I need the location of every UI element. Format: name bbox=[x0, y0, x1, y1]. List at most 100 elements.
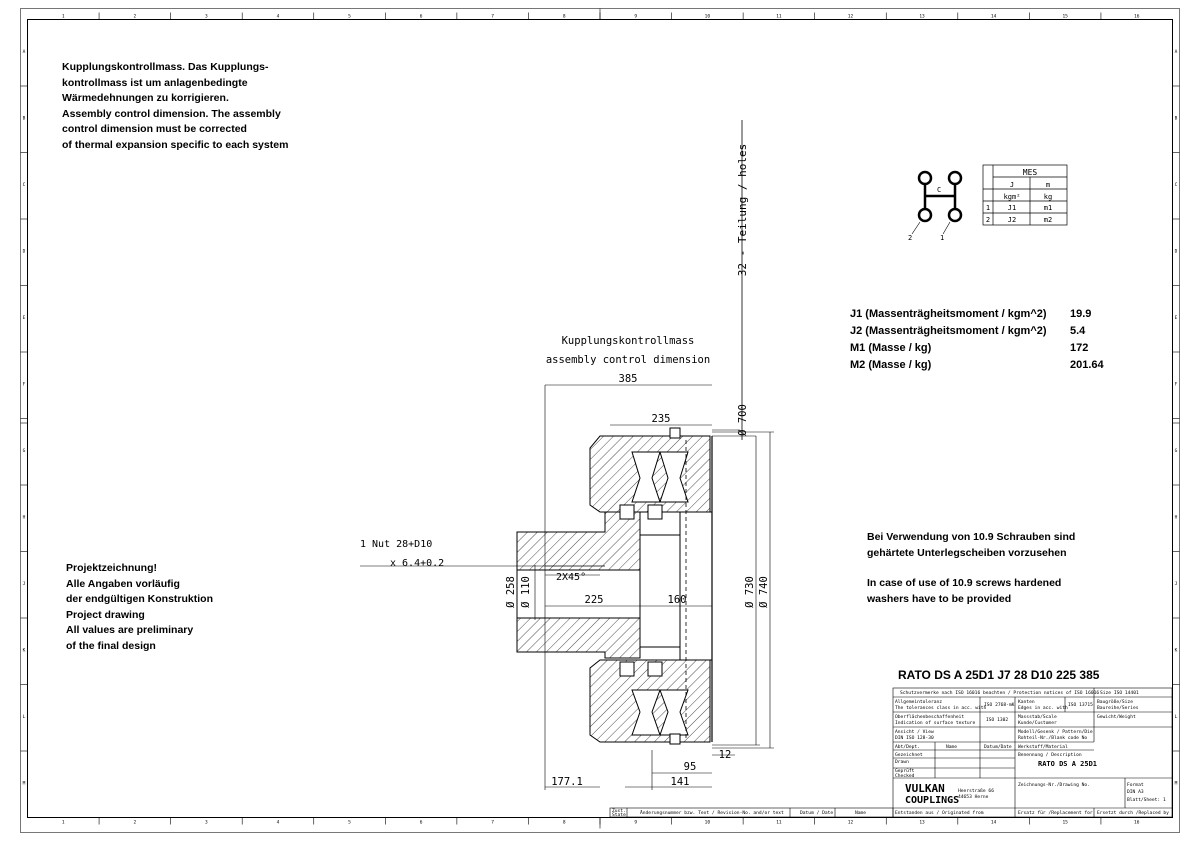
mes-label-1: 1 bbox=[940, 234, 944, 242]
coupling-section bbox=[516, 427, 713, 745]
dim-nut2: x 6.4+0.2 bbox=[390, 558, 444, 569]
dim-730: Ø 730 bbox=[744, 576, 756, 608]
mes-row1-idx: 1 bbox=[986, 204, 990, 212]
screws-note-line: Bei Verwendung von 10.9 Schrauben sind bbox=[867, 531, 1076, 543]
tb-checked-de: Geprüft bbox=[895, 768, 915, 774]
tb-size: Size ISO 14401 bbox=[1100, 690, 1139, 696]
dim-385: 385 bbox=[619, 373, 638, 385]
zone-col-label: 14 bbox=[991, 14, 997, 20]
mes-schematic bbox=[911, 170, 963, 235]
zone-row-label: H bbox=[1175, 514, 1178, 520]
zone-col-label: 13 bbox=[919, 14, 925, 20]
zone-row-label: A bbox=[1175, 49, 1178, 55]
dim-740: Ø 740 bbox=[758, 576, 770, 608]
tb-drawing-no: Zeichnungs-Nr./Drawing No. bbox=[1018, 782, 1090, 788]
property-value: 201.64 bbox=[1070, 359, 1104, 371]
property-value: 19.9 bbox=[1070, 308, 1092, 320]
tb-rev-name: Name bbox=[855, 810, 866, 816]
zone-col-label: 14 bbox=[991, 820, 997, 826]
property-value: 172 bbox=[1070, 342, 1089, 354]
zone-col-label: 16 bbox=[1134, 14, 1140, 20]
dim-141: 141 bbox=[671, 776, 690, 788]
zone-col-label: 2 bbox=[133, 14, 136, 20]
zone-row-label: M bbox=[1175, 780, 1178, 786]
zone-col-label: 16 bbox=[1134, 820, 1140, 826]
zone-grid: 1122334455667788991010111112121313141415… bbox=[20, 8, 1180, 829]
tb-designation: Benennung / Description bbox=[1018, 752, 1082, 758]
tb-rev-text: Änderungsnummer bzw. Text / Revision-No.… bbox=[640, 809, 784, 816]
zone-row-label: K bbox=[1175, 647, 1178, 653]
dim-chamfer: 2X45° bbox=[556, 572, 586, 583]
zone-row-label: B bbox=[1175, 115, 1178, 121]
project-note-line: Projektzeichnung! bbox=[66, 562, 158, 574]
tb-series: Baureihe/Series bbox=[1097, 705, 1139, 711]
zone-col-label: 15 bbox=[1062, 820, 1068, 826]
tb-rev-date: Datum / Date bbox=[800, 810, 833, 816]
holes-label: 32 - Teilung / holes bbox=[736, 144, 749, 276]
assembly-note: Kupplungskontrollmass. Das Kupplungs- ko… bbox=[62, 60, 288, 153]
tb-replaces: Ersatz für /Replacement for bbox=[1018, 810, 1093, 816]
tb-tol-en: The tolerances class in acc. with bbox=[895, 705, 987, 711]
tb-dept: Abt/Dept. bbox=[895, 744, 920, 750]
tb-origin: Entstanden aus / Originated from bbox=[895, 810, 984, 816]
screws-note-line: In case of use of 10.9 screws hardened bbox=[867, 577, 1062, 589]
zone-col-label: 6 bbox=[420, 14, 423, 20]
tb-address2: 44653 Herne bbox=[958, 794, 989, 800]
zone-row-label: C bbox=[23, 182, 26, 188]
tb-address1: Heerstraße 66 bbox=[958, 788, 994, 794]
project-note-line: der endgültigen Konstruktion bbox=[66, 593, 213, 605]
mes-header-m: m bbox=[1046, 181, 1050, 189]
mes-label-c: C bbox=[937, 186, 941, 194]
zone-col-label: 4 bbox=[277, 14, 280, 20]
company-name-2: COUPLINGS bbox=[905, 795, 959, 806]
zone-row-label: L bbox=[23, 714, 26, 720]
tb-checked: Checked bbox=[895, 773, 915, 779]
zone-col-label: 7 bbox=[491, 14, 494, 20]
assembly-note-line: Kupplungskontrollmass. Das Kupplungs- bbox=[62, 61, 269, 73]
tb-sheet: Blatt/Sheet: 1 bbox=[1127, 797, 1166, 803]
dim-225: 225 bbox=[585, 594, 604, 606]
zone-col-label: 13 bbox=[919, 820, 925, 826]
zone-row-label: J bbox=[1175, 581, 1178, 587]
mes-label-2: 2 bbox=[908, 234, 912, 242]
dim-control-de: Kupplungskontrollmass bbox=[562, 335, 695, 347]
zone-row-label: E bbox=[1175, 315, 1178, 321]
zone-row-label: F bbox=[1175, 381, 1178, 387]
zone-row-label: C bbox=[1175, 182, 1178, 188]
screws-note: Bei Verwendung von 10.9 Schrauben sind g… bbox=[867, 530, 1075, 607]
zone-row-label: G bbox=[23, 448, 26, 454]
tb-rev-state: Zust. bbox=[612, 808, 626, 814]
tb-rev-state2: State bbox=[612, 812, 626, 818]
dimension-lines bbox=[360, 384, 774, 790]
tb-replaced: Ersetzt durch /Replaced by bbox=[1097, 810, 1169, 816]
zone-row-label: G bbox=[1175, 448, 1178, 454]
zone-col-label: 9 bbox=[634, 820, 637, 826]
zone-col-label: 3 bbox=[205, 14, 208, 20]
property-label: J2 (Massenträgheitsmoment / kgm^2) bbox=[850, 325, 1047, 337]
zone-col-label: 11 bbox=[776, 820, 782, 826]
screws-note-line: gehärtete Unterlegscheiben vorzusehen bbox=[867, 546, 1067, 559]
zone-row-label: E bbox=[23, 315, 26, 321]
project-note-line: All values are preliminary bbox=[66, 624, 194, 636]
dim-258: Ø 258 bbox=[505, 576, 517, 608]
zone-col-label: 2 bbox=[133, 820, 136, 826]
zone-col-label: 15 bbox=[1062, 14, 1068, 20]
tb-scale: Massstab/Scale bbox=[1018, 714, 1057, 720]
assembly-note-line: of thermal expansion specific to each sy… bbox=[62, 138, 289, 151]
zone-row-label: J bbox=[23, 581, 26, 587]
mes-header-j: J bbox=[1010, 181, 1014, 189]
zone-row-label: A bbox=[23, 49, 26, 55]
tb-surface: Oberflächenbeschaffenheit bbox=[895, 714, 964, 720]
tb-view: Ansicht / View bbox=[895, 729, 934, 735]
mes-table bbox=[982, 164, 1068, 226]
tb-material: Werkstoff/Material bbox=[1018, 744, 1068, 750]
title-block-texts: Schutzvermerke nach ISO 16016 beachten /… bbox=[612, 690, 1169, 818]
dim-160: 160 bbox=[668, 594, 687, 606]
property-label: M1 (Masse / kg) bbox=[850, 342, 932, 354]
property-label: M2 (Masse / kg) bbox=[850, 359, 932, 371]
tb-surface-en: Indication of surface texture bbox=[895, 720, 975, 726]
project-note-line: of the final design bbox=[66, 639, 156, 652]
zone-row-label: K bbox=[23, 647, 26, 653]
property-label: J1 (Massenträgheitsmoment / kgm^2) bbox=[850, 308, 1047, 320]
